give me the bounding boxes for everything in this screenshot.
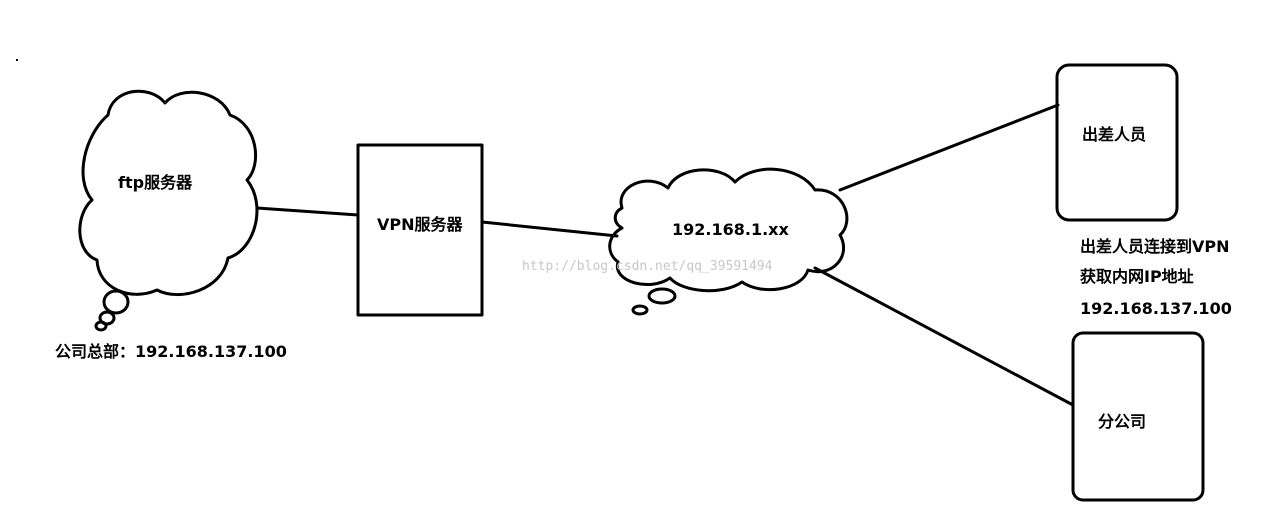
link-network-branch — [813, 266, 1075, 407]
traveler-note-line3: 192.168.137.100 — [1080, 299, 1232, 318]
network-cloud-shape — [608, 167, 849, 293]
link-network-traveler — [838, 103, 1060, 192]
ftp-cloud-bubble-small — [94, 320, 108, 332]
traveler-note-line2: 获取内网IP地址 — [1080, 267, 1194, 286]
ftp-cloud-bubble-large — [102, 289, 130, 315]
watermark-text: http://blog.csdn.net/qq_39591494 — [522, 259, 773, 274]
vpn-server-label: VPN服务器 — [377, 215, 463, 234]
traveler-label: 出差人员 — [1082, 125, 1147, 144]
link-ftp-vpn — [255, 206, 360, 217]
hq-caption-label: 公司总部：192.168.137.100 — [55, 342, 287, 361]
branch-box — [1071, 331, 1205, 502]
branch-label: 分公司 — [1098, 412, 1147, 431]
traveler-box — [1055, 63, 1179, 222]
link-vpn-network — [480, 220, 619, 238]
network-cloud-bubble-large — [647, 287, 677, 305]
traveler-note-line1: 出差人员连接到VPN — [1080, 237, 1230, 256]
vpn-server-box — [356, 143, 484, 317]
network-cloud-label: 192.168.1.xx — [672, 220, 789, 239]
stray-dot — [16, 59, 18, 61]
ftp-cloud-shape — [78, 89, 259, 297]
network-cloud-bubble-small — [631, 304, 649, 316]
ftp-server-label: ftp服务器 — [118, 173, 193, 192]
